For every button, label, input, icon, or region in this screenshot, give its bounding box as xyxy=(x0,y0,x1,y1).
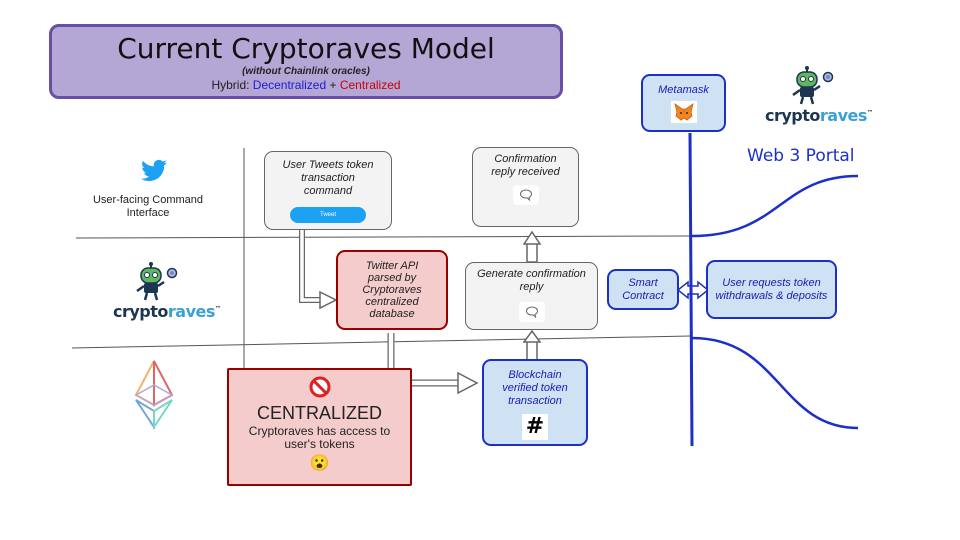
row-divider-bottom xyxy=(71,335,691,349)
decentralized-label: Decentralized xyxy=(252,78,327,92)
cryptoraves-wordmark: cryptoraves™ xyxy=(113,302,221,321)
web3-portal-line xyxy=(688,132,694,447)
wordmark-tm: ™ xyxy=(866,109,873,117)
plus-sign: + xyxy=(326,78,340,92)
metamask-fox-icon xyxy=(670,101,697,123)
row-divider-top xyxy=(75,235,691,239)
web3-curve-bottom xyxy=(691,336,859,430)
user-requests-box: User requests token withdrawals & deposi… xyxy=(706,260,837,319)
metamask-box: Metamask xyxy=(641,74,726,132)
ethereum-icon xyxy=(134,359,174,431)
web3-curve-top xyxy=(691,174,859,238)
cryptoraves-robot-icon xyxy=(787,66,835,106)
twitter-bird-icon xyxy=(139,157,169,185)
user-tweets-text: User Tweets token transaction command xyxy=(282,159,374,197)
hybrid-prefix: Hybrid: xyxy=(211,78,253,92)
confirmation-received-text: Confirmation reply received xyxy=(491,153,560,178)
blockchain-text: Blockchain verified token transaction xyxy=(502,369,568,407)
tweet-button[interactable]: Tweet xyxy=(290,207,366,223)
chat-bubble-icon xyxy=(512,185,539,205)
twitter-api-text: Twitter API parsed by Cryptoraves centra… xyxy=(362,260,422,320)
hybrid-line: Hybrid: Decentralized + Centralized xyxy=(52,78,560,93)
double-arrow-contract-requests xyxy=(676,280,710,300)
generate-reply-text: Generate confirmation reply xyxy=(477,268,586,293)
page-subtitle: (without Chainlink oracles) xyxy=(242,66,370,77)
arrow-blockchain-to-generate xyxy=(522,329,542,361)
wordmark-part2: raves xyxy=(819,106,868,125)
hash-icon: # xyxy=(522,414,548,440)
centralized-label: Centralized xyxy=(339,78,401,92)
centralized-body: Cryptoraves has access to user's tokens xyxy=(248,424,391,451)
wordmark-part2: raves xyxy=(167,302,216,321)
wordmark-tm: ™ xyxy=(214,305,221,313)
wordmark-part1: crypto xyxy=(765,106,820,125)
user-requests-text: User requests token withdrawals & deposi… xyxy=(715,276,828,302)
smart-contract-box: Smart Contract xyxy=(607,269,679,310)
user-tweets-box: User Tweets token transaction command Tw… xyxy=(264,151,392,230)
centralized-warning-box: CENTRALIZED Cryptoraves has access to us… xyxy=(227,368,412,486)
metamask-label: Metamask xyxy=(658,84,709,96)
twitter-row-label: User-facing Command Interface xyxy=(92,194,204,219)
twitter-api-box: Twitter API parsed by Cryptoraves centra… xyxy=(336,250,448,330)
title-box: Current Cryptoraves Model (without Chain… xyxy=(49,24,563,99)
confirmation-received-box: Confirmation reply received xyxy=(472,147,579,227)
smart-contract-text: Smart Contract xyxy=(622,276,664,302)
web3-portal-label: Web 3 Portal xyxy=(747,146,855,166)
arrow-tweets-to-api xyxy=(299,230,338,310)
chat-bubble-icon xyxy=(518,302,545,322)
page-title: Current Cryptoraves Model xyxy=(117,32,495,65)
wordmark-part1: crypto xyxy=(113,302,168,321)
worried-face-icon: 😮 xyxy=(309,455,330,472)
centralized-heading: CENTRALIZED xyxy=(256,403,382,423)
cryptoraves-robot-icon xyxy=(131,262,179,302)
generate-reply-box: Generate confirmation reply xyxy=(465,262,598,330)
prohibited-icon xyxy=(309,376,331,398)
cryptoraves-wordmark: cryptoraves™ xyxy=(765,106,873,125)
blockchain-box: Blockchain verified token transaction # xyxy=(482,359,588,446)
